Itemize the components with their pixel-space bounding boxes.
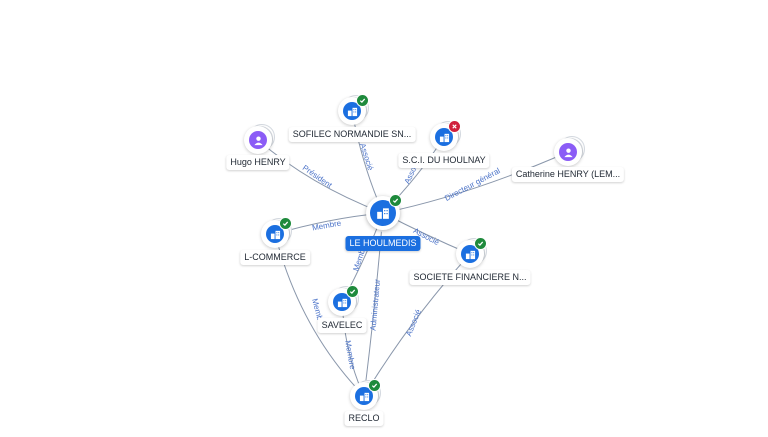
company-icon [343, 102, 361, 120]
check-icon [356, 94, 369, 107]
node-label: SAVELEC [317, 318, 367, 333]
person-icon [559, 143, 577, 161]
node-label: Hugo HENRY [226, 155, 290, 170]
close-icon [448, 120, 461, 133]
company-icon [355, 387, 373, 405]
company-icon [266, 225, 284, 243]
check-icon [474, 237, 487, 250]
node-label: SOCIETE FINANCIERE N... [409, 270, 531, 285]
node-disc [338, 97, 366, 125]
check-icon [346, 285, 359, 298]
node-label: SOFILEC NORMANDIE SN... [288, 127, 416, 142]
node-label: LE HOULMEDIS [345, 236, 421, 251]
node-label: Catherine HENRY (LEM... [511, 167, 625, 182]
edge-president [257, 139, 384, 214]
edge-directeur-general [382, 151, 569, 214]
node-label: S.C.I. DU HOULNAY [398, 153, 490, 168]
company-icon [461, 245, 479, 263]
node-disc [350, 382, 378, 410]
node-disc [244, 126, 272, 154]
company-icon [435, 128, 453, 146]
edge-associe-financiere-reclo [363, 253, 471, 397]
pin-tip [378, 227, 388, 234]
check-icon [389, 194, 402, 207]
check-icon [368, 379, 381, 392]
check-icon [279, 217, 292, 230]
node-disc [554, 138, 582, 166]
edge-administrateur [363, 212, 384, 397]
node-label: L-COMMERCE [240, 250, 310, 265]
person-icon [249, 131, 267, 149]
company-icon [333, 293, 351, 311]
node-label: RECLO [344, 411, 384, 426]
